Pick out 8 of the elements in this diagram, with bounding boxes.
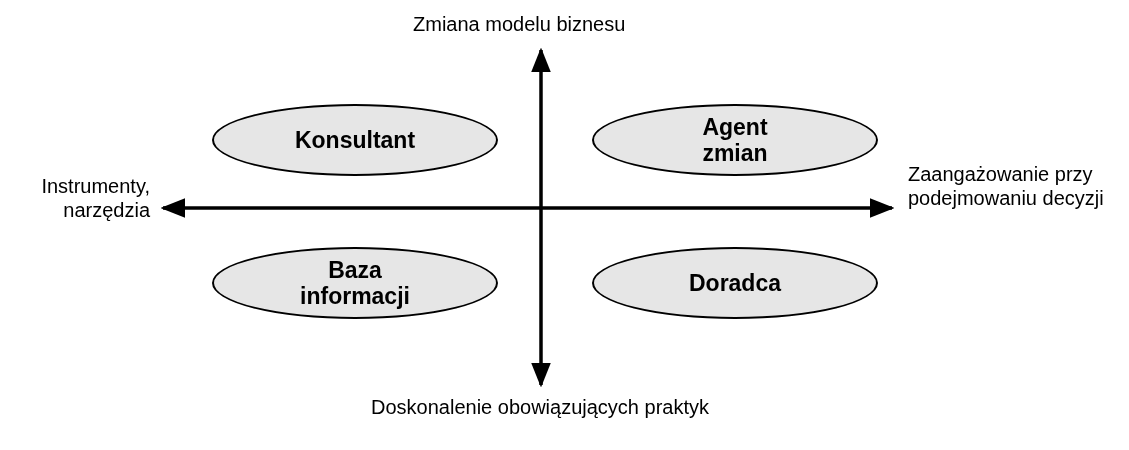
axis-label: Zaangażowanie przy podejmowaniu decyzji <box>908 162 1105 210</box>
role-label: Konsultant <box>293 127 417 153</box>
role-label: Doradca <box>687 270 783 296</box>
axis-label: Instrumenty, narzędzia <box>40 174 150 222</box>
role-label: Baza informacji <box>299 257 411 309</box>
role-label: Agent zmian <box>701 114 769 166</box>
axis-label: Zmiana modelu biznesu <box>413 12 627 36</box>
axis-label: Doskonalenie obowiązujących praktyk <box>370 395 710 419</box>
